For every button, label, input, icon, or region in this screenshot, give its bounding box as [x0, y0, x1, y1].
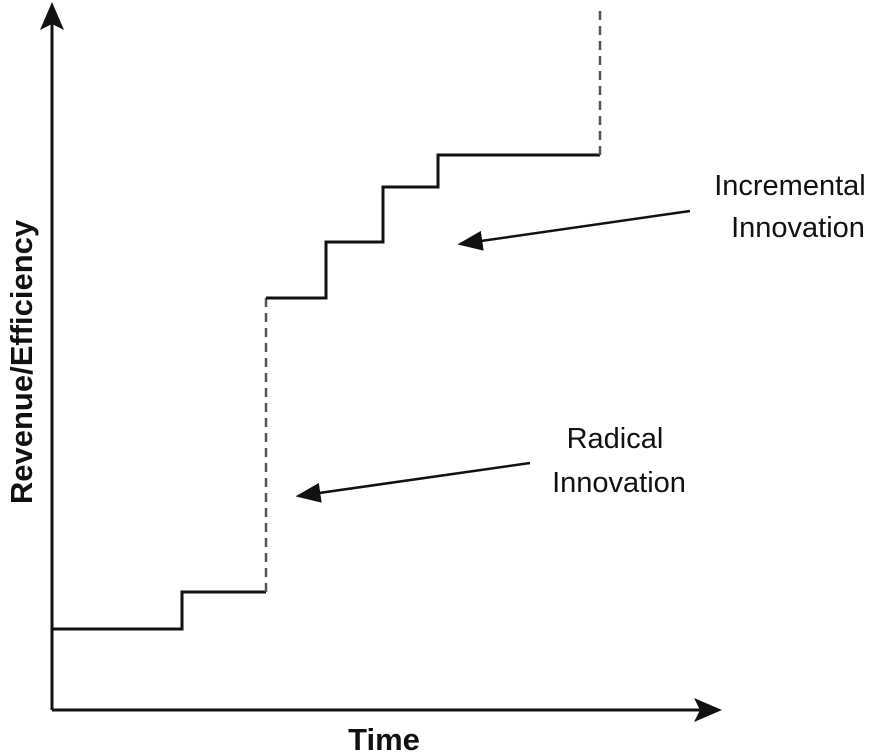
incremental-label-line-2: Innovation [731, 212, 865, 244]
axes [40, 2, 722, 722]
x-axis-arrowhead [694, 698, 722, 722]
radical-annotation: Radical Innovation [295, 423, 686, 503]
radical-arrow [295, 461, 531, 503]
radical-label-line-1: Radical [567, 423, 664, 455]
incremental-arrow [457, 209, 691, 251]
x-axis-title: Time [348, 722, 420, 754]
step-curve [52, 8, 602, 631]
incremental-label-line-1: Incremental [714, 170, 866, 202]
incremental-steps-before [52, 590, 266, 631]
incremental-steps-after [266, 153, 600, 300]
incremental-annotation: Incremental Innovation [457, 170, 874, 251]
radical-label-line-2: Innovation [552, 467, 686, 499]
y-axis-arrowhead [40, 2, 64, 30]
incremental-label: Incremental Innovation [714, 170, 874, 244]
y-axis-title: Revenue/Efficiency [4, 219, 39, 504]
radical-label: Radical Innovation [552, 423, 686, 499]
